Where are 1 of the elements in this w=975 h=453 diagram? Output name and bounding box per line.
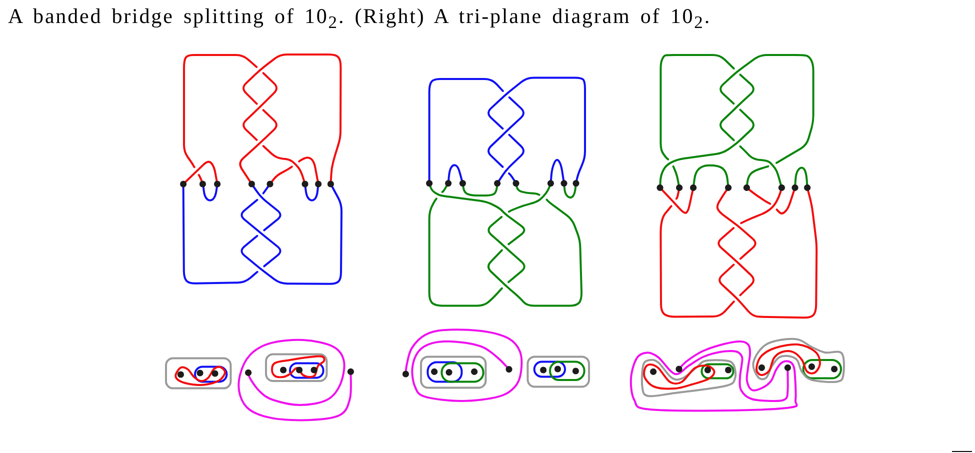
figure-caption: A banded bridge splitting of 10$_{2}$. (Right) A tri-plane diagram of 10$_{2}$. [8, 4, 711, 34]
